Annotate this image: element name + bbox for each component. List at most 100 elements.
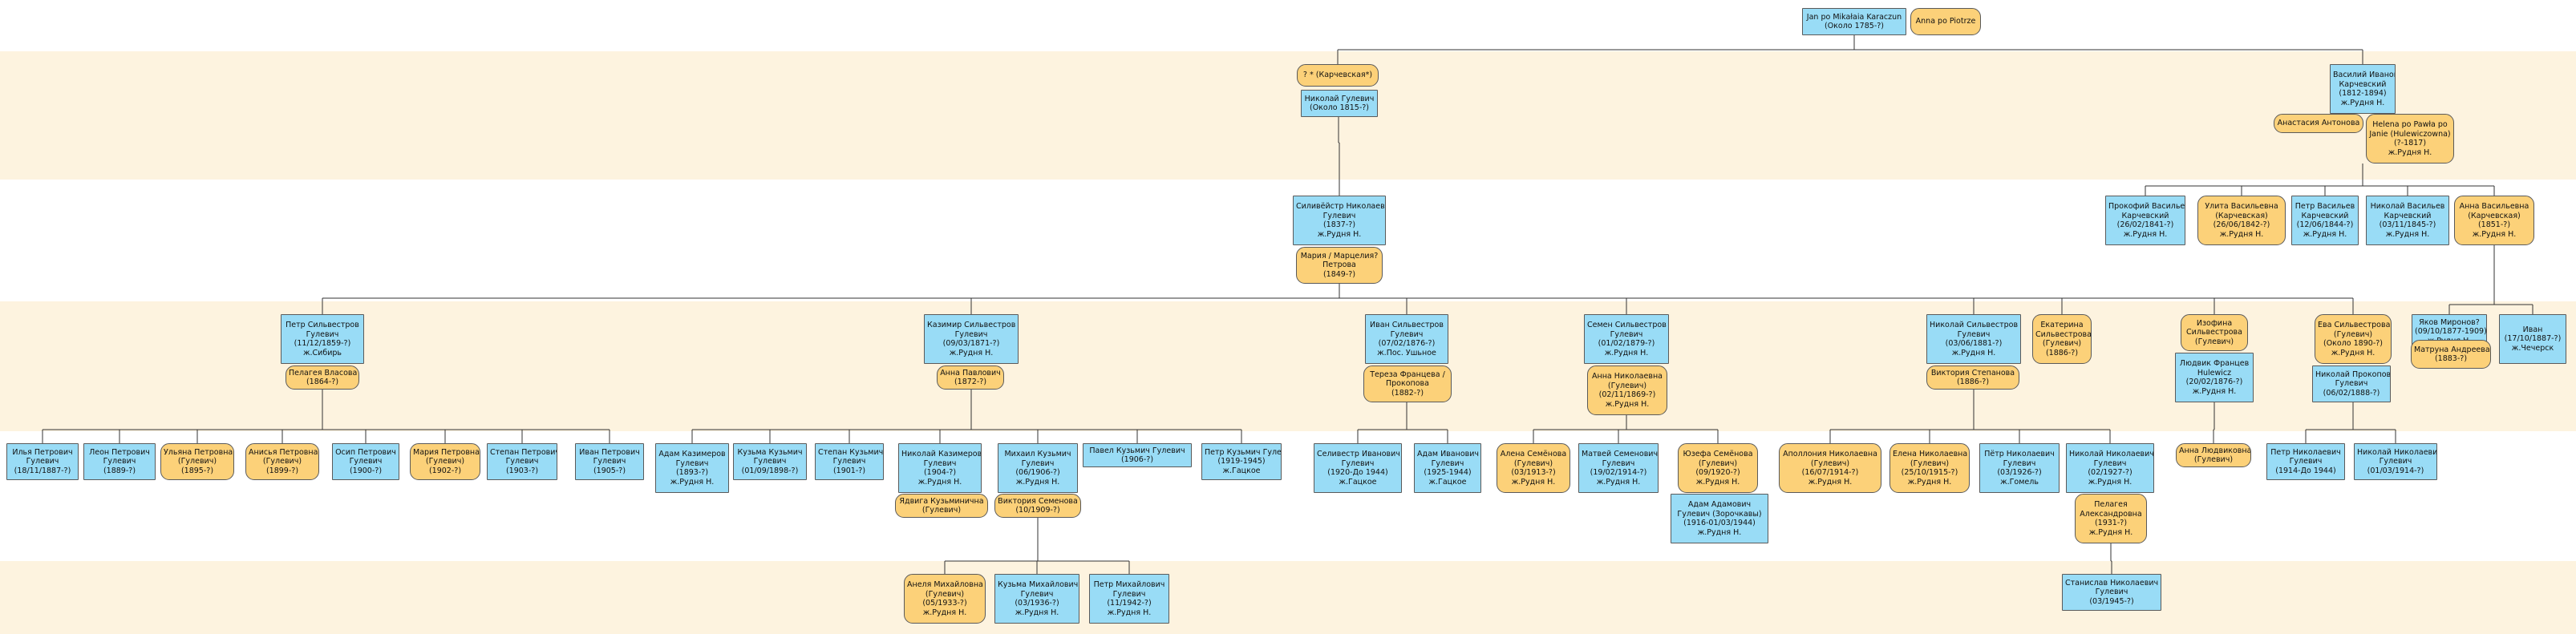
person-card-maria[interactable]: Мария / Марцелия?Петрова(1849-?)	[1296, 247, 1383, 284]
person-card-line: Карчевский	[2301, 211, 2349, 220]
person-card-jan[interactable]: Jan po Mikałaia Karaczun(Около 1785-?)	[1802, 8, 1906, 35]
person-card-anna-v[interactable]: Анна Васильевна(Карчевская)(1851-?)ж.Руд…	[2454, 196, 2534, 245]
person-card-anna-nik[interactable]: Анна Николаевна(Гулевич)(02/11/1869-?)ж.…	[1587, 365, 1667, 415]
person-card-line: Улита Васильевна	[2205, 202, 2278, 211]
person-card-line: Гулевич	[954, 329, 988, 339]
person-card-line: Николай Казимеров	[901, 450, 982, 458]
person-card-line: (1914-До 1944)	[2275, 466, 2336, 475]
person-card-line: ж.Рудня Н.	[1951, 348, 1996, 357]
person-card-line: Гулевич	[923, 458, 957, 468]
person-card-anna-l[interactable]: Анна Людвиковна(Гулевич)	[2176, 443, 2251, 467]
person-card-tereza[interactable]: Тереза Францева /Прокопова(1882-?)	[1363, 365, 1452, 402]
person-card-line: (1893-?)	[675, 468, 709, 477]
person-card-line: (16/07/1914-?)	[1801, 468, 1859, 477]
person-card-line: Карчевский	[2384, 211, 2432, 220]
person-card-ulita[interactable]: Улита Васильевна(Карчевская)(26/06/1842-…	[2197, 196, 2286, 245]
person-card-line: (03/11/1845-?)	[2379, 220, 2436, 229]
person-card-line: Иван	[2522, 325, 2543, 334]
person-card-line: (10/1909-?)	[1015, 506, 1060, 515]
person-card-viktoria-st[interactable]: Виктория Степанова(1886-?)	[1926, 365, 2019, 390]
person-card-line: (02/11/1869-?)	[1598, 390, 1656, 399]
person-card-line: Гулевич	[753, 457, 787, 466]
person-card-yuzefa[interactable]: Юзефа Семёнова(Гулевич)(09/1920-?)ж.Рудн…	[1678, 443, 1758, 493]
person-card-anisia[interactable]: Анисья Петровна(Гулевич)(1899-?)	[245, 443, 319, 480]
person-card-eva[interactable]: Ева Сильвестрова(Гулевич)(Около 1890-?)ж…	[2315, 314, 2392, 364]
person-card-elena[interactable]: Елена Николаевна(Гулевич)(25/10/1915-?)ж…	[1889, 443, 1970, 493]
person-card-pelageia-v[interactable]: Пелагея Власова(1864-?)	[286, 365, 359, 390]
person-card-pavel[interactable]: Павел Кузьмич Гулевич(1906-?)	[1083, 443, 1192, 467]
person-card-alena[interactable]: Алена Семёнова(Гулевич)(03/1913-?)ж.Рудн…	[1497, 443, 1570, 493]
person-card-kar[interactable]: ? * (Карчевская*)	[1297, 64, 1379, 87]
person-card-line: Hulewicz	[2197, 368, 2232, 378]
person-card-viktoria-s[interactable]: Виктория Семенова(10/1909-?)	[994, 494, 1081, 518]
person-card-line: Гулевич	[1390, 329, 1424, 339]
person-card-nikolai-g[interactable]: Николай Гулевич(Около 1815-?)	[1301, 90, 1378, 117]
person-card-apollonia[interactable]: Аполлония Николаевна(Гулевич)(16/07/1914…	[1779, 443, 1881, 493]
person-card-anastasia[interactable]: Анастасия Антонова	[2274, 114, 2363, 133]
person-card-line: Прокофий Васильев	[2108, 202, 2185, 211]
person-card-line: Гулевич	[26, 457, 59, 466]
person-card-line: Петр Васильев	[2295, 202, 2355, 211]
person-card-maria-p[interactable]: Мария Петровна(Гулевич)(1902-?)	[410, 443, 480, 480]
person-card-anna-pav[interactable]: Анна Павлович(1872-?)	[937, 365, 1004, 390]
person-card-line: ж.Рудня Н.	[1604, 348, 1649, 357]
person-card-line: (09/10/1877-1909)	[2415, 327, 2487, 337]
person-card-line: Петрова	[1322, 260, 1356, 270]
person-card-anna-p[interactable]: Anna po Piotrze	[1910, 8, 1981, 35]
person-card-yadviga[interactable]: Ядвига Кузьминична(Гулевич)	[895, 494, 988, 518]
person-card-line: Гулевич	[103, 457, 136, 466]
person-card-line: Гулевич	[2379, 457, 2412, 466]
person-card-ivan-ch[interactable]: Иван(17/10/1887-?)ж.Чечерск	[2499, 314, 2566, 364]
person-card-line: ж.Гацкое	[1222, 466, 1261, 475]
person-card-anelia[interactable]: Анеля Михайловна(Гулевич)(05/1933-?)ж.Ру…	[904, 574, 986, 624]
person-card-line: Прокопова	[1386, 379, 1429, 389]
person-card-line: Ульяна Петровна	[164, 447, 233, 457]
person-card-line: Кузьма Михайлович	[998, 580, 1079, 589]
person-card-petr-k[interactable]: Петр Кузьмич Гулевич(1919-1945)ж.Гацкое	[1201, 443, 1282, 480]
person-card-matruna[interactable]: Матруна Андреева(1883-?)	[2411, 340, 2491, 369]
person-card-line: ж.Рудня Н.	[670, 477, 715, 487]
person-card-line: (1886-?)	[2045, 348, 2079, 357]
person-card-line: (03/1936-?)	[1015, 599, 1059, 608]
person-card-ulyana[interactable]: Ульяна Петровна(Гулевич)(1895-?)	[160, 443, 234, 480]
person-card-line: Виктория Степанова	[1930, 368, 2015, 378]
person-card-line: (19/02/1914-?)	[1590, 468, 1647, 477]
